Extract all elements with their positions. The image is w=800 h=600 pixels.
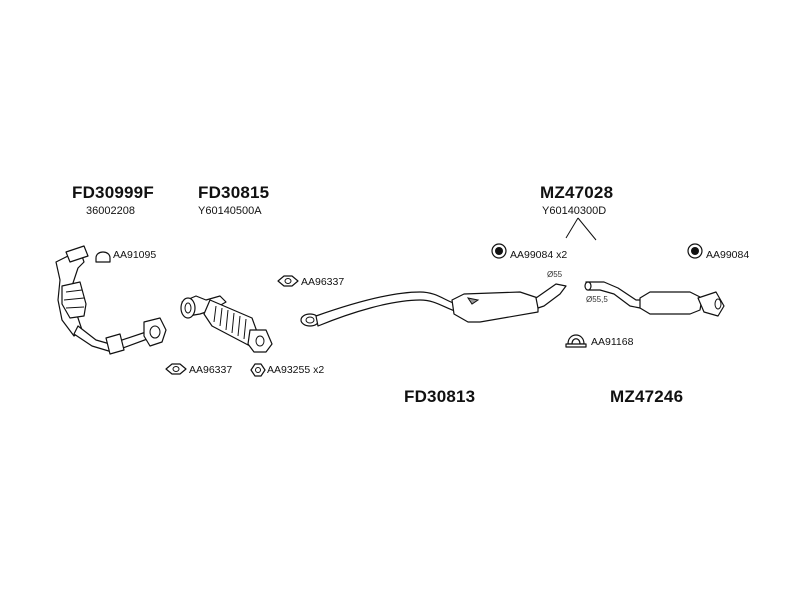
accessory-a4-code: AA93255 <box>267 364 311 376</box>
accessory-a2: AA96337 <box>301 276 345 288</box>
accessory-a3: AA96337 <box>189 364 233 376</box>
nut-icon <box>250 363 266 377</box>
catalytic-converter-part[interactable] <box>55 245 167 355</box>
accessory-a5-code: AA99084 <box>510 249 554 261</box>
front-pipe-part[interactable] <box>180 295 273 353</box>
gasket-icon <box>95 251 111 263</box>
leader-lines <box>565 217 597 241</box>
rear-silencer-part[interactable] <box>584 281 725 317</box>
accessory-a6: AA99084 <box>706 249 750 261</box>
rear-set-code: MZ47028 <box>540 183 614 202</box>
accessory-a1: AA91095 <box>113 249 157 261</box>
rear-set-ref: Y60140300D <box>542 205 607 217</box>
gasket-icon <box>277 275 299 287</box>
front-pipe-code: FD30815 <box>198 183 270 202</box>
cat-code: FD30999F <box>72 183 154 202</box>
gasket-icon <box>165 363 187 375</box>
diameter-d2: Ø55,5 <box>586 295 608 304</box>
accessory-a5: AA99084 x2 <box>510 249 567 261</box>
rubber-hanger-icon <box>491 243 507 259</box>
accessory-a7: AA91168 <box>591 336 634 348</box>
centre-silencer-part[interactable] <box>300 283 567 327</box>
clamp-icon <box>565 334 587 348</box>
accessory-a5-qty: x2 <box>556 249 568 261</box>
rear-code: MZ47246 <box>610 387 684 406</box>
front-pipe-ref: Y60140500A <box>198 205 262 217</box>
centre-code: FD30813 <box>404 387 476 406</box>
cat-ref: 36002208 <box>86 205 135 217</box>
accessory-a4: AA93255 x2 <box>267 364 324 376</box>
accessory-a4-qty: x2 <box>313 364 325 376</box>
rubber-hanger-icon <box>687 243 703 259</box>
diameter-d1: Ø55 <box>547 270 563 279</box>
